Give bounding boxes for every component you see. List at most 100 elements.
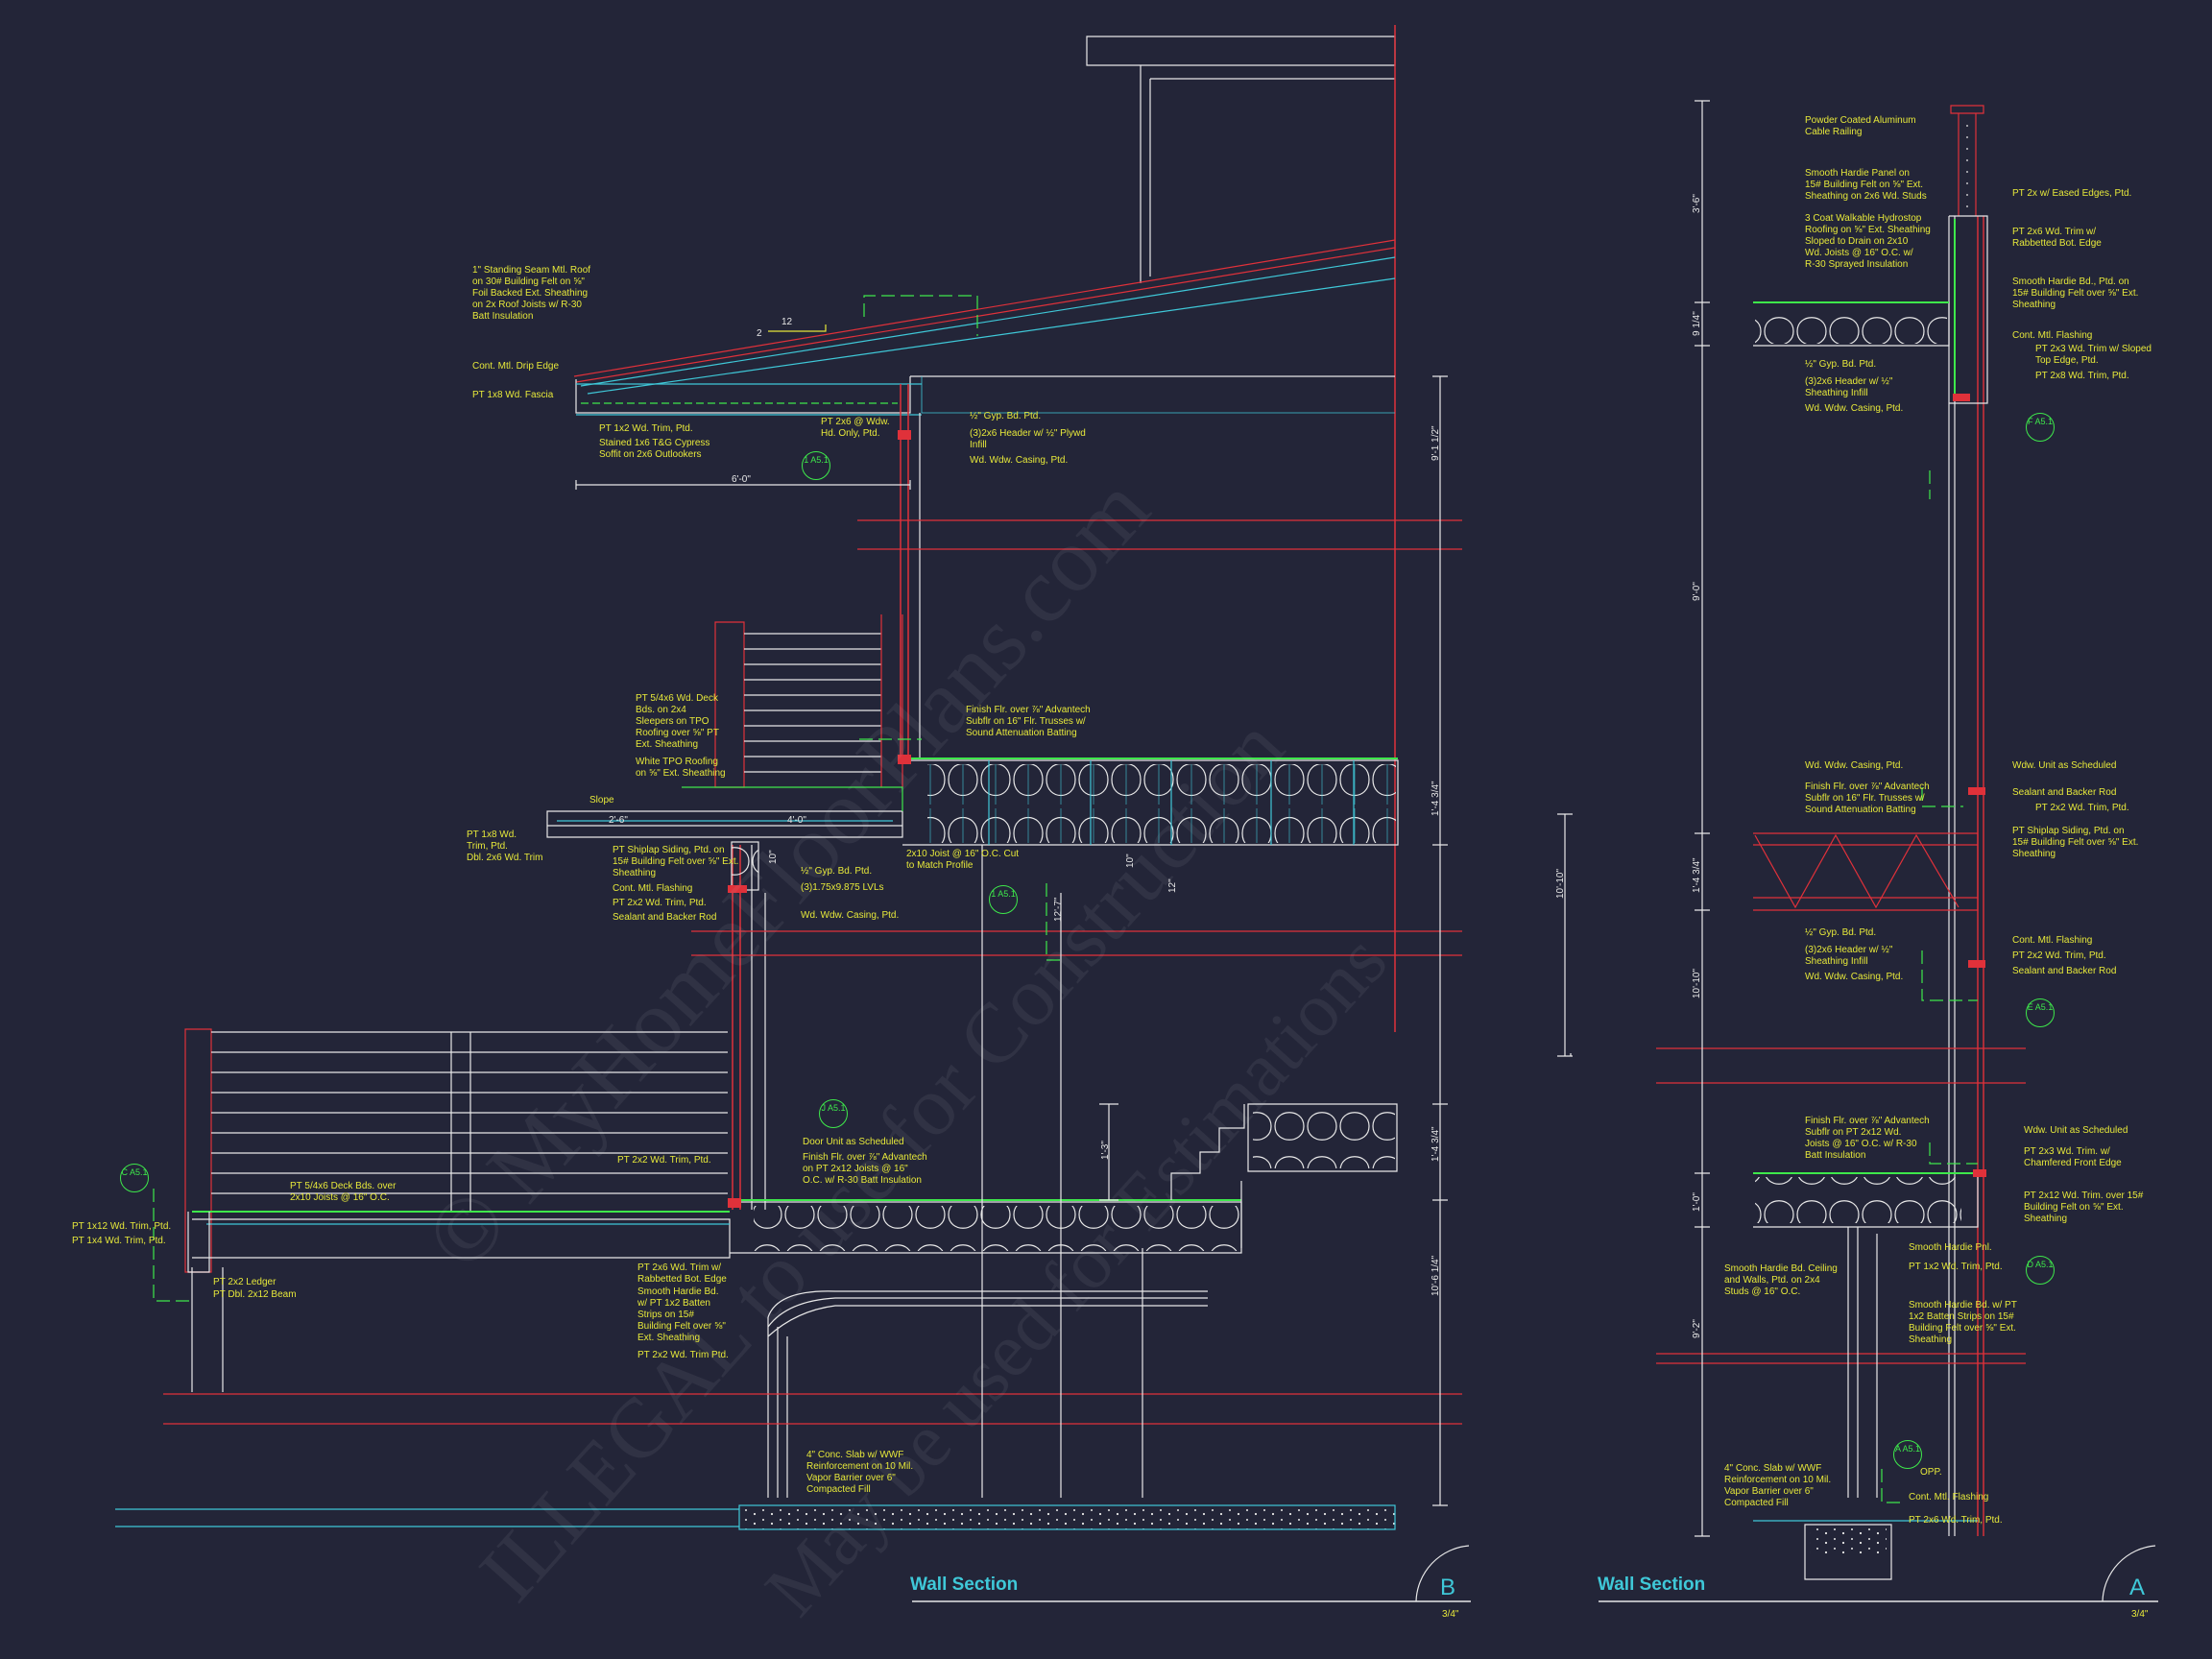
detail-tag-a1[interactable]: F A5.1 [2026, 413, 2055, 442]
dim-overhang: 6'-0" [732, 474, 751, 485]
note-soffit: Stained 1x6 T&G Cypress Soffit on 2x6 Ou… [599, 438, 710, 460]
note-joist: 2x10 Joist @ 16" O.C. Cut to Match Profi… [906, 849, 1020, 871]
dim-pitch-run: 12 [781, 317, 793, 327]
note-gyp-top: ½" Gyp. Bd. Ptd. [970, 411, 1042, 421]
note-door-unit: Door Unit as Scheduled [803, 1137, 904, 1147]
dim-a1: 3'-6" [1692, 194, 1702, 213]
note-finish-a: Finish Flr. over ⅞" Advantech Subflr on … [1805, 781, 1930, 815]
dim-deck-a: 2'-6" [609, 815, 628, 826]
note-deck-low: PT 5/4x6 Deck Bds. over 2x10 Joists @ 16… [290, 1181, 397, 1203]
note-trim-2x2-c: PT 2x2 Wd. Trim Ptd. [637, 1350, 729, 1360]
note-pt-2x3-b: PT 2x3 Wd. Trim. w/ Chamfered Front Edge [2024, 1146, 2122, 1168]
detail-tag-b1[interactable]: 1 A5.1 [802, 451, 830, 480]
dim-v6: 10'-6 1/4" [1431, 1255, 1441, 1296]
note-sealant: Sealant and Backer Rod [613, 912, 717, 923]
note-flashing: Cont. Mtl. Flashing [613, 883, 693, 894]
dim-a2: 9 1/4" [1692, 311, 1702, 336]
detail-tag-a2[interactable]: E A5.1 [2026, 998, 2055, 1027]
detail-callout-brackets [153, 295, 1978, 1503]
note-trim-2x2: PT 2x2 Wd. Trim, Ptd. [613, 898, 707, 908]
note-hardie-pnl: Smooth Hardie Pnl. [1909, 1242, 1992, 1253]
note-beam: PT Dbl. 2x12 Beam [213, 1289, 297, 1300]
note-pt-2x: PT 2x w/ Eased Edges, Ptd. [2012, 188, 2132, 199]
detail-tag-a4[interactable]: A A5.1 [1893, 1440, 1922, 1469]
dim-s1: 10" [768, 850, 779, 864]
note-sealant-a: Sealant and Backer Rod [2012, 787, 2117, 798]
section-a-scale: 3/4" [2131, 1609, 2149, 1620]
note-slab: 4" Conc. Slab w/ WWF Reinforcement on 10… [806, 1450, 914, 1495]
note-trim-2x2-b: PT 2x2 Wd. Trim, Ptd. [617, 1155, 711, 1166]
dim-v2: 1'-4 3/4" [1431, 781, 1441, 816]
detail-tag-b3[interactable]: J A5.1 [819, 1099, 848, 1128]
section-a-title: Wall Section [1598, 1575, 1706, 1595]
dim-s2: 10" [1125, 854, 1136, 868]
note-hardie-batten: Smooth Hardie Bd. w/ PT 1x2 Batten Strip… [1909, 1300, 2017, 1345]
dim-total: 10'-10" [1555, 868, 1566, 899]
section-a-geometry [1570, 100, 2158, 1602]
note-shiplap: PT Shiplap Siding, Ptd. on 15# Building … [613, 845, 739, 878]
note-roof: 1" Standing Seam Mtl. Roof on 30# Buildi… [472, 265, 591, 322]
note-pt-1x2: PT 1x2 Wd. Trim, Ptd. [1909, 1262, 2003, 1272]
note-railing: Powder Coated Aluminum Cable Railing [1805, 115, 1916, 137]
note-pt-2x8: PT 2x8 Wd. Trim, Ptd. [2035, 371, 2129, 381]
note-casing-a3: Wd. Wdw. Casing, Ptd. [1805, 972, 1904, 982]
note-slope: Slope [589, 795, 614, 805]
note-hydrostop: 3 Coat Walkable Hydrostop Roofing on ⅝" … [1805, 213, 1931, 270]
section-b-letter: B [1440, 1575, 1456, 1600]
dim-a7: 9'-2" [1692, 1319, 1702, 1338]
note-wdw-unit2: Wdw. Unit as Scheduled [2024, 1125, 2128, 1136]
note-tpo: White TPO Roofing on ⅝" Ext. Sheathing [636, 757, 726, 779]
note-hardie: Smooth Hardie Bd. w/ PT 1x2 Batten Strip… [637, 1286, 726, 1343]
note-header-top: (3)2x6 Header w/ ½" Plywd Infill [970, 428, 1086, 450]
note-casing-mid: Wd. Wdw. Casing, Ptd. [801, 910, 900, 921]
note-wdw-unit: Wdw. Unit as Scheduled [2012, 760, 2117, 771]
note-trim-1x2: PT 1x2 Wd. Trim, Ptd. [599, 423, 693, 434]
detail-tag-a3[interactable]: D A5.1 [2026, 1256, 2055, 1285]
note-deck-boards: PT 5/4x6 Wd. Deck Bds. on 2x4 Sleepers o… [636, 693, 719, 750]
note-pt-2x12: PT 2x12 Wd. Trim. over 15# Building Felt… [2024, 1190, 2144, 1224]
note-fascia: PT 1x8 Wd. Fascia [472, 390, 554, 400]
section-a-letter: A [2129, 1575, 2146, 1600]
note-finish-low-a: Finish Flr. over ⅞" Advantech Subflr on … [1805, 1116, 1930, 1161]
note-header-a: (3)2x6 Header w/ ½" Sheathing Infill [1805, 376, 1893, 398]
note-opp: OPP. [1920, 1467, 1942, 1478]
note-trim-1x8: PT 1x8 Wd. Trim, Ptd. Dbl. 2x6 Wd. Trim [467, 830, 543, 863]
dim-v3: 12'-7" [1053, 897, 1064, 922]
dim-a6: 1'-0" [1692, 1192, 1702, 1212]
note-trim-2x6: PT 2x6 Wd. Trim w/ Rabbetted Bot. Edge [637, 1262, 727, 1285]
dim-v1: 9'-1 1/2" [1431, 425, 1441, 461]
dim-deck-b: 4'-0" [787, 815, 806, 826]
note-gyp-a2: ½" Gyp. Bd. Ptd. [1805, 927, 1877, 938]
dim-a4: 1'-4 3/4" [1692, 857, 1702, 893]
note-finish-floor-low: Finish Flr. over ⅞" Advantech on PT 2x12… [803, 1152, 927, 1186]
dim-pitch-rise: 2 [757, 328, 762, 339]
detail-tag-b4[interactable]: C A5.1 [120, 1164, 149, 1192]
dim-a3: 9'-0" [1692, 582, 1702, 601]
note-drip-edge: Cont. Mtl. Drip Edge [472, 361, 560, 372]
section-b-title: Wall Section [910, 1575, 1019, 1595]
note-slab-a: 4" Conc. Slab w/ WWF Reinforcement on 10… [1724, 1463, 1832, 1508]
section-b-scale: 3/4" [1442, 1609, 1459, 1620]
note-lvl: (3)1.75x9.875 LVLs [801, 882, 884, 893]
note-header-a2: (3)2x6 Header w/ ½" Sheathing Infill [1805, 945, 1893, 967]
note-flashing-a3: Cont. Mtl. Flashing [1909, 1492, 1989, 1503]
dim-v5: 1'-4 3/4" [1431, 1126, 1441, 1162]
red-flashing-marks [728, 394, 1986, 1208]
note-casing-a2: Wd. Wdw. Casing, Ptd. [1805, 760, 1904, 771]
note-window-head: PT 2x6 @ Wdw. Hd. Only, Ptd. [821, 417, 890, 439]
note-gyp-mid: ½" Gyp. Bd. Ptd. [801, 866, 873, 877]
note-hardie-panel: Smooth Hardie Panel on 15# Building Felt… [1805, 168, 1927, 202]
note-pt-2x2-a2: PT 2x2 Wd. Trim, Ptd. [2012, 950, 2106, 961]
note-trim-1x4: PT 1x4 Wd. Trim, Ptd. [72, 1236, 166, 1246]
note-trim-1x12: PT 1x12 Wd. Trim, Ptd. [72, 1221, 172, 1232]
note-casing-top: Wd. Wdw. Casing, Ptd. [970, 455, 1069, 466]
dim-a5: 10'-10" [1692, 968, 1702, 998]
note-sealant-a2: Sealant and Backer Rod [2012, 966, 2117, 976]
note-hardie-bd: Smooth Hardie Bd., Ptd. on 15# Building … [2012, 276, 2139, 310]
note-pt-2x2-a: PT 2x2 Wd. Trim, Ptd. [2035, 803, 2129, 813]
note-ceiling: Smooth Hardie Bd. Ceiling and Walls, Ptd… [1724, 1263, 1838, 1297]
note-gyp-a: ½" Gyp. Bd. Ptd. [1805, 359, 1877, 370]
detail-tag-b2[interactable]: 1 A5.1 [989, 885, 1018, 914]
note-casing-a: Wd. Wdw. Casing, Ptd. [1805, 403, 1904, 414]
note-ledger: PT 2x2 Ledger [213, 1277, 276, 1287]
